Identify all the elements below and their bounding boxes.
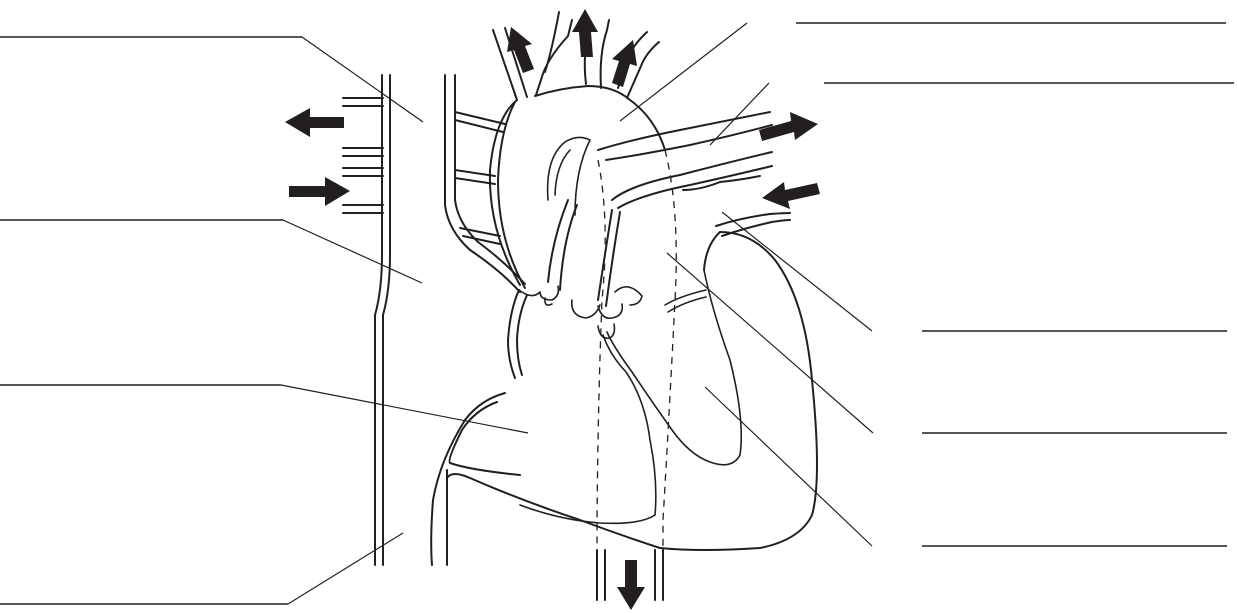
arrow-down-aorta — [617, 560, 645, 610]
leader-line-middle-left — [283, 220, 422, 283]
label-group-top-left — [0, 37, 423, 122]
label-group-right-1 — [722, 212, 1227, 331]
leader-line-top-left — [302, 37, 423, 122]
heart-valves — [519, 200, 706, 338]
arrow-right-lower — [289, 177, 350, 206]
pulmonary-trunk — [598, 112, 772, 208]
label-group-right-2 — [667, 253, 1227, 433]
leader-line-bottom-left — [288, 533, 403, 604]
left-side-vessels — [343, 98, 383, 213]
label-group-bottom-left — [0, 533, 403, 604]
label-group-top-right-2 — [710, 83, 1234, 145]
arrow-left-pulmonary-vein — [762, 182, 820, 209]
arrow-left-upper — [285, 108, 344, 137]
leader-line-right-2 — [667, 253, 873, 433]
heart-outline — [431, 150, 817, 600]
label-group-middle-left — [0, 220, 422, 283]
label-group-top-right-1 — [620, 23, 1226, 121]
label-group-lower-left — [0, 385, 528, 433]
leader-line-lower-left — [281, 385, 528, 433]
label-group-right-3 — [705, 387, 1227, 546]
